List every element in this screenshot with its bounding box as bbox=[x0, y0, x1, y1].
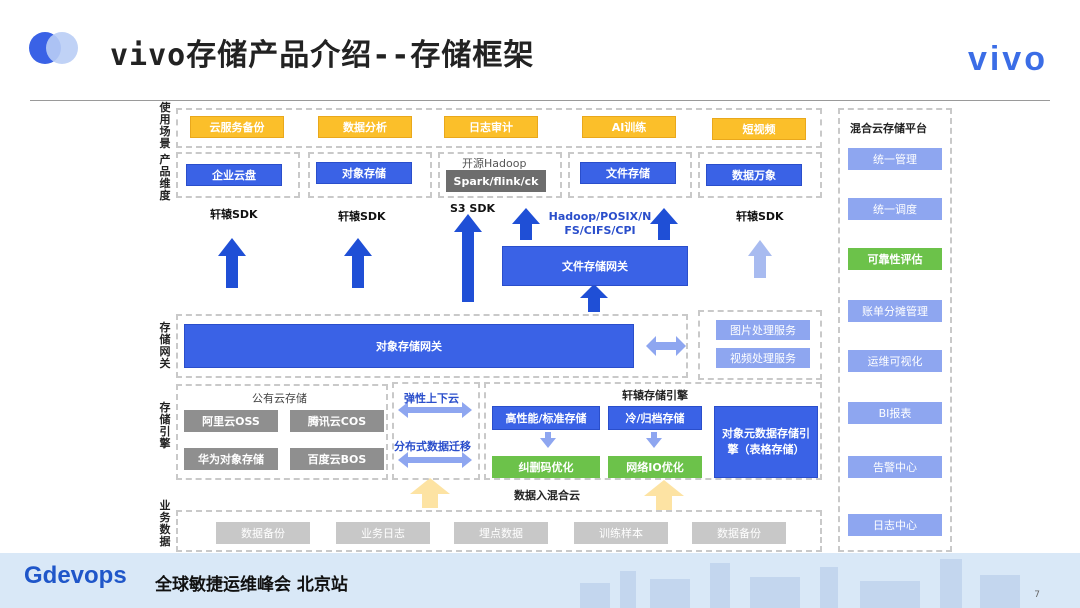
data-cube[interactable]: 数据万象 bbox=[706, 164, 802, 186]
label-business: 业务数据 bbox=[159, 499, 171, 548]
usage-item[interactable]: 日志审计 bbox=[444, 116, 538, 138]
distributed-migration-label: 分布式数据迁移 bbox=[394, 440, 471, 453]
platform-item[interactable]: 统一调度 bbox=[848, 198, 942, 220]
hybrid-platform-section bbox=[838, 108, 952, 552]
huawei-object-storage[interactable]: 华为对象存储 bbox=[184, 448, 278, 470]
sdk-label: 轩辕SDK bbox=[736, 210, 784, 223]
hadoop-title: 开源Hadoop bbox=[462, 157, 527, 170]
header-divider bbox=[30, 100, 1050, 101]
platform-item[interactable]: 统一管理 bbox=[848, 148, 942, 170]
file-storage-gateway[interactable]: 文件存储网关 bbox=[502, 246, 688, 286]
sdk-label: 轩辕SDK bbox=[210, 208, 258, 221]
usage-item[interactable]: 数据分析 bbox=[318, 116, 412, 138]
product-box-5 bbox=[698, 152, 822, 198]
platform-item[interactable]: 日志中心 bbox=[848, 514, 942, 536]
object-storage[interactable]: 对象存储 bbox=[316, 162, 412, 184]
label-usage: 使用场景 bbox=[159, 101, 171, 150]
platform-item[interactable]: 账单分摊管理 bbox=[848, 300, 942, 322]
double-arrow-icon bbox=[646, 336, 686, 356]
business-item[interactable]: 埋点数据 bbox=[454, 522, 548, 544]
engine-title: 轩辕存储引擎 bbox=[622, 389, 688, 402]
up-arrow-icon bbox=[410, 478, 450, 508]
down-arrow-icon bbox=[646, 432, 662, 448]
public-cloud-title: 公有云存储 bbox=[252, 392, 307, 405]
business-item[interactable]: 训练样本 bbox=[574, 522, 668, 544]
hybrid-cloud-label: 数据入混合云 bbox=[514, 489, 580, 502]
object-storage-gateway[interactable]: 对象存储网关 bbox=[184, 324, 634, 368]
metadata-storage-engine[interactable]: 对象元数据存储引擎（表格存储） bbox=[714, 406, 818, 478]
down-arrow-icon bbox=[540, 432, 556, 448]
erasure-code-optimization[interactable]: 纠删码优化 bbox=[492, 456, 600, 478]
footer-subtitle: 全球敏捷运维峰会 北京站 bbox=[155, 575, 348, 595]
logo-circles-icon bbox=[29, 32, 78, 64]
platform-item[interactable]: 可靠性评估 bbox=[848, 248, 942, 270]
up-arrow-icon bbox=[650, 208, 678, 240]
media-services-section bbox=[698, 310, 822, 380]
platform-item[interactable]: 告警中心 bbox=[848, 456, 942, 478]
network-io-optimization[interactable]: 网络IO优化 bbox=[608, 456, 702, 478]
up-arrow-icon bbox=[580, 284, 608, 312]
aliyun-oss[interactable]: 阿里云OSS bbox=[184, 410, 278, 432]
platform-title: 混合云存储平台 bbox=[850, 122, 927, 135]
product-box-2 bbox=[308, 152, 432, 198]
elastic-cloud-label: 弹性上下云 bbox=[404, 392, 459, 405]
tencent-cos[interactable]: 腾讯云COS bbox=[290, 410, 384, 432]
business-item[interactable]: 数据备份 bbox=[692, 522, 786, 544]
product-box-3 bbox=[438, 152, 562, 198]
skyline-icon bbox=[580, 559, 1020, 608]
up-arrow-icon bbox=[748, 240, 772, 278]
usage-section bbox=[176, 108, 822, 148]
cold-archive-storage[interactable]: 冷/归档存储 bbox=[608, 406, 702, 430]
platform-item[interactable]: 运维可视化 bbox=[848, 350, 942, 372]
platform-item[interactable]: BI报表 bbox=[848, 402, 942, 424]
hadoop-stack[interactable]: Spark/flink/ck bbox=[446, 170, 546, 192]
usage-item[interactable]: AI训练 bbox=[582, 116, 676, 138]
label-product: 产品维度 bbox=[159, 153, 171, 202]
product-box-1 bbox=[176, 152, 300, 198]
vivo-logo: vivo bbox=[967, 40, 1048, 78]
gateway-section bbox=[176, 314, 688, 378]
label-gateway: 存储网关 bbox=[159, 321, 171, 370]
business-section bbox=[176, 510, 822, 552]
up-arrow-icon bbox=[512, 208, 540, 240]
business-item[interactable]: 数据备份 bbox=[216, 522, 310, 544]
double-arrow-icon bbox=[398, 402, 472, 418]
file-storage[interactable]: 文件存储 bbox=[580, 162, 676, 184]
up-arrow-icon bbox=[644, 480, 684, 510]
up-arrow-icon bbox=[344, 238, 372, 288]
engine-section bbox=[484, 382, 822, 480]
image-service[interactable]: 图片处理服务 bbox=[716, 320, 810, 340]
sdk-label: 轩辕SDK bbox=[338, 210, 386, 223]
s3-sdk-label: S3 SDK bbox=[450, 202, 495, 215]
page-title: vivo存储产品介绍--存储框架 bbox=[110, 38, 535, 73]
protocol-label: Hadoop/POSIX/NFS/CIFS/CPI bbox=[548, 210, 652, 237]
label-engine: 存储引擎 bbox=[159, 401, 171, 450]
high-performance-storage[interactable]: 高性能/标准存储 bbox=[492, 406, 600, 430]
footer-brand: Gdevops bbox=[24, 562, 127, 589]
enterprise-disk[interactable]: 企业云盘 bbox=[186, 164, 282, 186]
video-service[interactable]: 视频处理服务 bbox=[716, 348, 810, 368]
up-arrow-icon bbox=[218, 238, 246, 288]
double-arrow-icon bbox=[398, 452, 472, 468]
product-box-4 bbox=[568, 152, 692, 198]
baidu-bos[interactable]: 百度云BOS bbox=[290, 448, 384, 470]
usage-item[interactable]: 短视频 bbox=[712, 118, 806, 140]
business-item[interactable]: 业务日志 bbox=[336, 522, 430, 544]
public-cloud-section bbox=[176, 384, 388, 480]
migration-section bbox=[392, 382, 480, 480]
usage-item[interactable]: 云服务备份 bbox=[190, 116, 284, 138]
page-number: 7 bbox=[1034, 590, 1040, 600]
up-arrow-icon bbox=[454, 214, 482, 302]
